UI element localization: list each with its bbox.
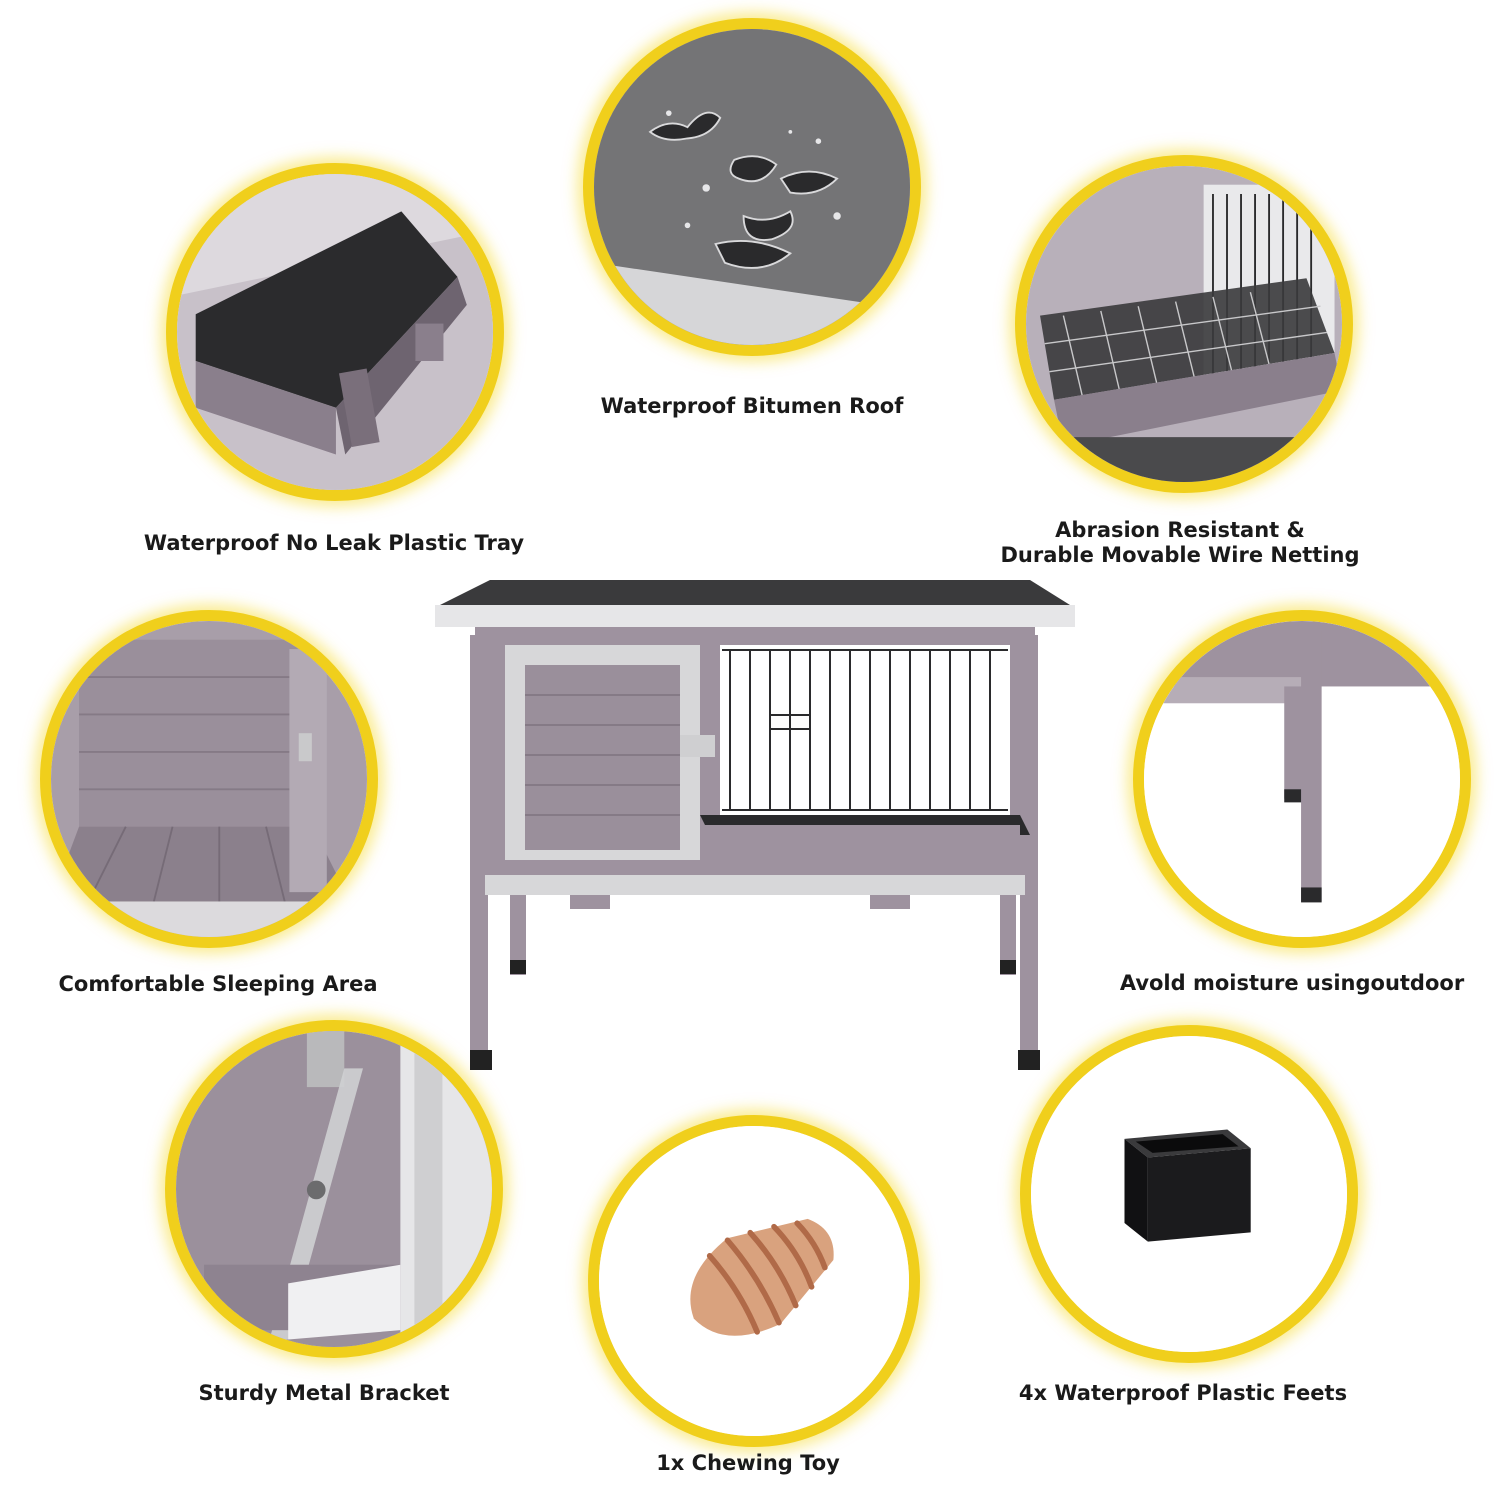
wire-detail-circle: [1015, 155, 1353, 493]
plastic-tray-icon: [177, 174, 493, 490]
bracket-detail-circle: [165, 1020, 503, 1358]
sleep-caption: Comfortable Sleeping Area: [58, 972, 378, 996]
plastic-foot-icon: [1031, 1036, 1347, 1352]
raised-legs-icon: [1144, 621, 1460, 937]
bitumen-roof-icon: [594, 29, 910, 345]
moisture-caption: Avold moisture usingoutdoor: [1119, 971, 1465, 995]
sleeping-area-icon: [51, 621, 367, 937]
toy-detail-circle: [588, 1115, 920, 1447]
wire-caption-line2: Durable Movable Wire Netting: [1000, 543, 1360, 567]
wire-netting-icon: [1026, 166, 1342, 482]
bracket-caption: Sturdy Metal Bracket: [198, 1381, 450, 1405]
toy-caption: 1x Chewing Toy: [656, 1451, 840, 1475]
roof-caption: Waterproof Bitumen Roof: [600, 394, 904, 418]
metal-bracket-icon: [176, 1031, 492, 1347]
rabbit-hutch-image: [430, 575, 1080, 1080]
chewing-toy-icon: [599, 1126, 909, 1436]
sleep-detail-circle: [40, 610, 378, 948]
tray-detail-circle: [166, 163, 504, 501]
tray-caption: Waterproof No Leak Plastic Tray: [143, 531, 525, 555]
moisture-detail-circle: [1133, 610, 1471, 948]
wire-caption-line1: Abrasion Resistant &: [1055, 518, 1305, 542]
feet-detail-circle: [1020, 1025, 1358, 1363]
feet-caption: 4x Waterproof Plastic Feets: [1018, 1381, 1348, 1405]
rabbit-hutch-icon: [435, 580, 1075, 1070]
roof-detail-circle: [583, 18, 921, 356]
